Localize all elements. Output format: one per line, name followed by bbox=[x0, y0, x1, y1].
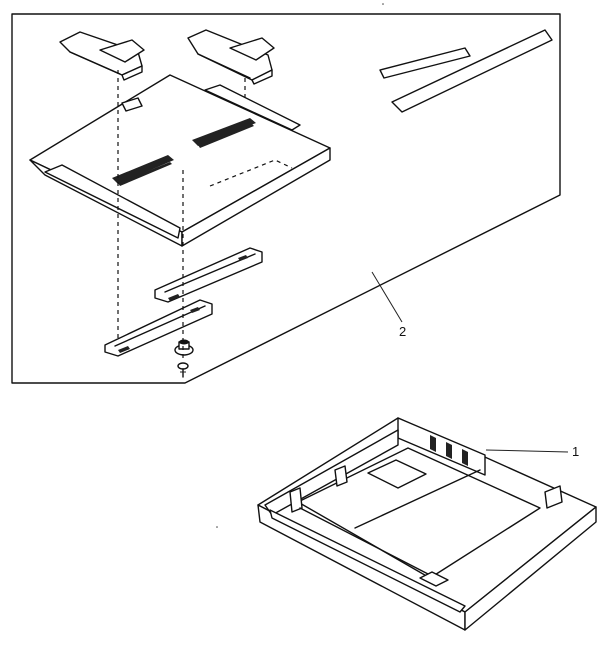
left-paper-guide bbox=[59, 31, 145, 81]
speck bbox=[382, 3, 384, 5]
assembly-panel-outline bbox=[11, 13, 561, 384]
callout-1-label: 1 bbox=[572, 444, 579, 459]
right-paper-guide bbox=[187, 29, 275, 85]
assembly-lines bbox=[117, 70, 246, 362]
grommet bbox=[174, 339, 194, 356]
callout-2-leader bbox=[371, 271, 403, 323]
callout-2-label: 2 bbox=[399, 324, 406, 339]
callout-1-leader bbox=[485, 449, 569, 453]
paper-tray bbox=[257, 417, 597, 631]
tray-cover bbox=[29, 74, 331, 247]
reference-strips bbox=[379, 29, 553, 113]
speck bbox=[216, 526, 218, 528]
upper-rail-bar bbox=[154, 247, 263, 303]
lower-rail-bar bbox=[104, 299, 213, 357]
screw bbox=[177, 362, 189, 378]
